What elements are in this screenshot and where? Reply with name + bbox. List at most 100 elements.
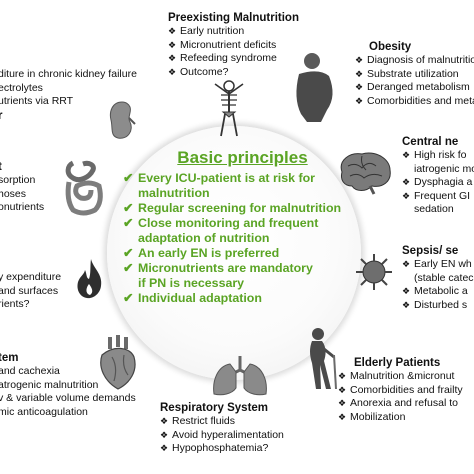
obese-figure-icon	[296, 53, 333, 122]
bullet-icon: ❖	[160, 429, 169, 440]
principle-item: ✔Individual adaptation	[123, 291, 262, 305]
list-item: ❖Deranged metabolism	[355, 81, 470, 94]
burns-line: y expenditure	[0, 271, 62, 283]
kidney-box: diture in chronic kidney failure ectroly…	[0, 68, 137, 123]
cns-title: Central ne	[402, 136, 459, 148]
check-icon: ✔	[123, 201, 134, 215]
gi-line: onutrients	[0, 201, 45, 214]
gi-line: hoses	[0, 187, 27, 200]
gi-box: t sorption hoses onutrients	[0, 160, 44, 215]
principles-title: Basic principles	[177, 148, 308, 167]
principles-list: ✔Every ICU-patient is at risk for malnut…	[120, 171, 365, 306]
bullet-icon: ❖	[355, 82, 364, 93]
elderly-title: Elderly Patients	[354, 357, 441, 369]
principle-item: ✔Regular screening for malnutrition	[123, 201, 342, 215]
bullet-icon: ❖	[355, 68, 364, 79]
cardio-line: mic anticoagulation	[0, 405, 88, 418]
bullet-icon: ❖	[168, 26, 177, 36]
bullet-icon: ❖	[355, 55, 364, 65]
list-item: ❖High risk fo	[402, 149, 467, 161]
list-item: ❖Diagnosis of malnutrition	[355, 54, 474, 66]
principle-item: ✔Micronutrients are mandatory	[123, 261, 313, 275]
bullet-icon: ❖	[402, 177, 411, 188]
kidney-line: diture in chronic kidney failure	[0, 68, 137, 80]
list-item: ❖Comorbidities and meta	[355, 94, 474, 107]
bullet-icon: ❖	[168, 66, 177, 77]
kidney-icon	[109, 101, 136, 139]
check-icon: ✔	[123, 216, 134, 230]
virus-icon	[356, 254, 392, 290]
basic-principles-panel: Basic principles ✔Every ICU-patient is a…	[120, 148, 365, 306]
bullet-icon: ❖	[338, 384, 347, 395]
bullet-icon: ❖	[338, 371, 347, 381]
kidney-line: utrients via RRT	[0, 95, 74, 108]
list-item: ❖Micronutrient deficits	[168, 38, 277, 51]
kidney-line: ectrolytes	[0, 81, 43, 94]
bullet-icon: ❖	[160, 443, 169, 454]
bullet-icon: ❖	[168, 53, 177, 64]
gi-title-fragment: t	[0, 160, 44, 174]
list-item: ❖Disturbed s	[402, 298, 468, 311]
principle-item-continuation: adaptation of nutrition	[138, 231, 270, 245]
respiratory-box: Respiratory System ❖Restrict fluids ❖Avo…	[160, 401, 284, 456]
sepsis-box: Sepsis/ se ❖Early EN wh (stable catec ❖M…	[402, 244, 474, 312]
list-item: ❖Early EN wh	[402, 258, 472, 270]
list-item: ❖Early nutrition	[168, 25, 245, 37]
cardio-line: atrogenic malnutrition	[0, 378, 99, 391]
kidney-title-fragment: r	[0, 109, 3, 122]
obesity-title: Obesity	[369, 41, 412, 53]
bullet-icon: ❖	[402, 190, 411, 201]
cardio-title: tem	[0, 352, 19, 364]
elderly-person-icon	[310, 328, 337, 390]
principle-item: ✔Close monitoring and frequent	[123, 216, 319, 230]
intestine-icon	[65, 160, 103, 216]
respiratory-title: Respiratory System	[160, 402, 269, 414]
bullet-icon: ❖	[168, 39, 177, 50]
flame-icon	[77, 259, 102, 299]
list-item: ❖Refeeding syndrome	[168, 52, 277, 65]
gi-line: sorption	[0, 174, 36, 186]
bullet-icon: ❖	[402, 150, 411, 160]
check-icon: ✔	[123, 171, 134, 185]
burns-line: and surfaces	[0, 284, 59, 297]
cardio-box: tem and cachexia atrogenic malnutrition …	[0, 351, 136, 419]
lungs-icon	[213, 356, 267, 396]
preexisting-title: Preexisting Malnutrition	[168, 12, 299, 24]
cardio-line: and cachexia	[0, 365, 60, 377]
elderly-box: Elderly Patients ❖Malnutrition &micronut…	[338, 356, 463, 424]
list-item: ❖Mobilization	[338, 410, 406, 423]
list-item: ❖Anorexia and refusal to	[338, 397, 458, 410]
burns-line: rients?	[0, 298, 30, 311]
list-item-continuation: iatrogenic mo	[414, 162, 474, 175]
principle-item-continuation: if PN is necessary	[138, 276, 245, 290]
bullet-icon: ❖	[338, 411, 347, 422]
list-item: ❖Frequent GI	[402, 189, 471, 202]
bullet-icon: ❖	[338, 398, 347, 409]
brain-icon	[340, 152, 391, 195]
bullet-icon: ❖	[355, 95, 364, 106]
principle-item: ✔An early EN is preferred	[123, 246, 280, 260]
list-item: ❖Hypophosphatemia?	[160, 442, 269, 455]
heart-icon	[100, 335, 136, 390]
list-item-continuation: sedation	[414, 203, 454, 216]
skeleton-figure-icon	[214, 80, 244, 137]
list-item: ❖Avoid hyperalimentation	[160, 428, 284, 441]
list-item: ❖Substrate utilization	[355, 67, 459, 80]
list-item: ❖Malnutrition &micronut	[338, 370, 455, 382]
obesity-box: Obesity ❖Diagnosis of malnutrition ❖Subs…	[355, 40, 474, 108]
list-item: ❖Restrict fluids	[160, 415, 236, 427]
bullet-icon: ❖	[402, 299, 411, 310]
burns-box: y expenditure and surfaces rients?	[0, 271, 61, 312]
sepsis-title: Sepsis/ se	[402, 245, 459, 257]
list-item: ❖Comorbidities and frailty	[338, 383, 463, 396]
list-item-continuation: (stable catec	[414, 271, 474, 284]
list-item: ❖Dysphagia a	[402, 176, 473, 189]
cns-box: Central ne ❖High risk fo iatrogenic mo ❖…	[402, 135, 474, 217]
bullet-icon: ❖	[402, 259, 411, 269]
check-icon: ✔	[123, 291, 134, 305]
check-icon: ✔	[123, 246, 134, 260]
cardio-line: v & variable volume demands	[0, 392, 136, 405]
principle-item-continuation: malnutrition	[138, 186, 210, 200]
list-item: ❖Metabolic a	[402, 285, 468, 298]
